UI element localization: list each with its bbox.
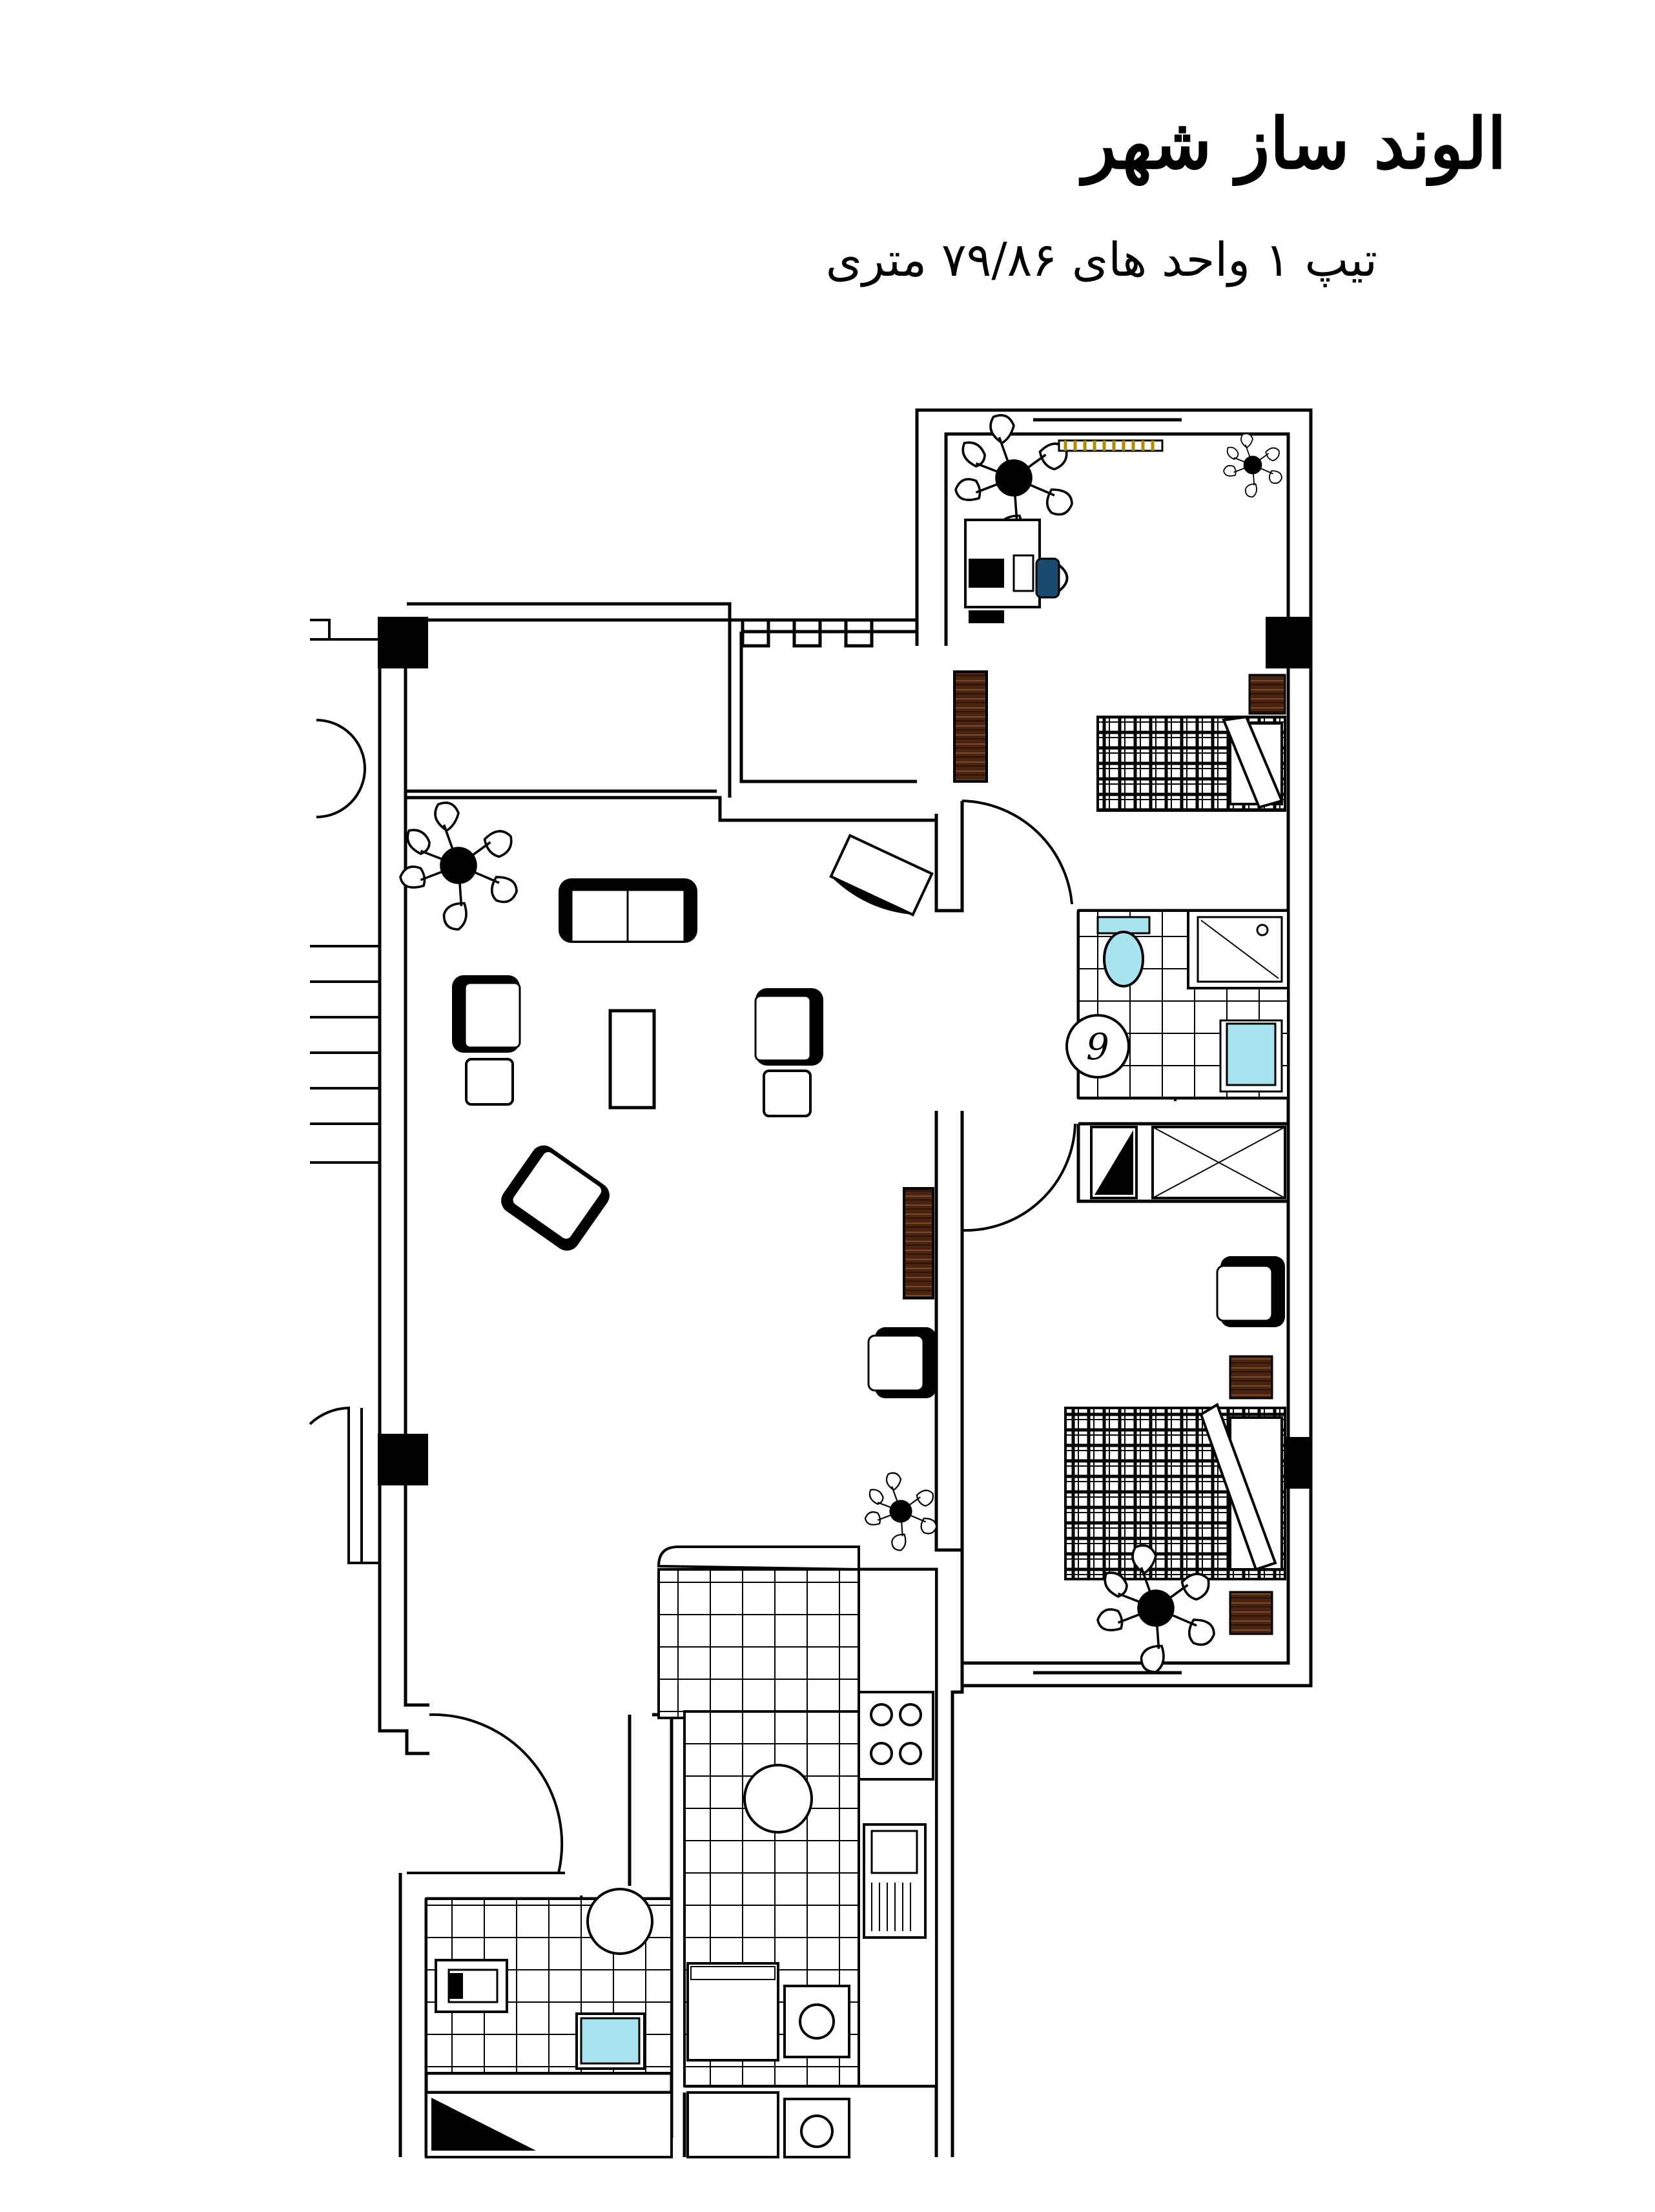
kitchen [657,1545,938,2158]
bathroom: 9 [1065,909,1290,1199]
room-number-label: 9 [1086,1026,1109,1068]
living-room [399,801,938,1551]
wc [425,1888,673,2158]
page-subtitle: تیپ ۱ واحد های ۷۹/۸۶ متری [825,233,1377,287]
exterior-lines [309,619,565,1874]
bottom-bedroom [1064,1256,1286,1673]
top-bedroom [953,414,1286,812]
page-title: الوند ساز شهر [1082,103,1506,185]
